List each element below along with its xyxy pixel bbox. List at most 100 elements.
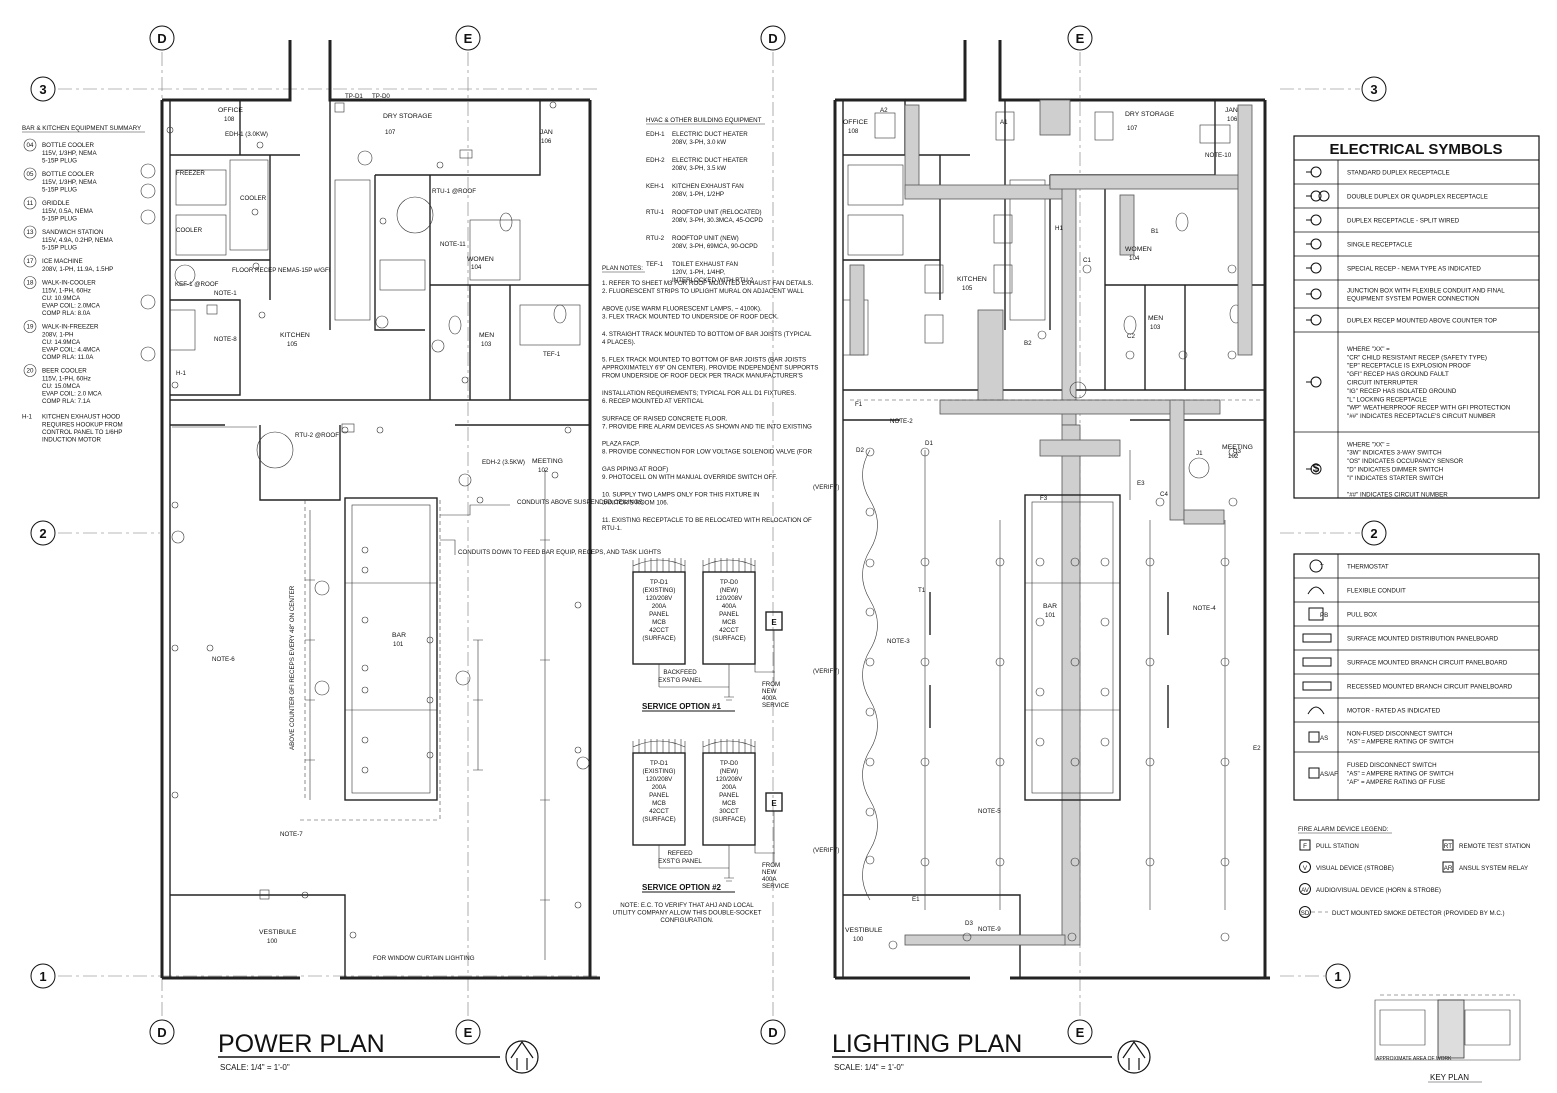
svg-text:OFFICE: OFFICE (843, 119, 868, 126)
svg-text:RTU-1 @ROOF: RTU-1 @ROOF (432, 188, 476, 195)
panel-spec: 42CCT (649, 627, 669, 634)
hvac-spec: 208V, 1-PH, 1/2HP (672, 191, 724, 198)
panel-glyph (1302, 681, 1332, 691)
fire-alarm-ar-icon: AR (1442, 861, 1454, 873)
legend-text: DUPLEX RECEPTACLE - SPLIT WIRED (1347, 218, 1460, 225)
svg-text:NOTE-8: NOTE-8 (214, 336, 237, 343)
grid-bubble-3-right: 3 (1361, 76, 1387, 102)
equipment-tag-hex (23, 167, 37, 181)
room-vestibule-label: VESTIBULE (259, 929, 297, 936)
equipment-spec: 115V, 1-PH, 60Hz (42, 376, 91, 383)
switch-glyph: $ (1313, 461, 1320, 475)
svg-text:106: 106 (541, 138, 552, 145)
svg-text:D: D (157, 1025, 166, 1040)
panel-spec: (SURFACE) (642, 635, 675, 642)
room-bar-label: BAR (392, 632, 406, 639)
fire-alarm-rt-icon: RT (1442, 839, 1454, 851)
equipment-spec: 5-15P PLUG (42, 216, 77, 223)
panel-spec: 42CCT (649, 808, 669, 815)
grid-bubble-d-bottom-right: D (760, 1019, 786, 1045)
power-plan-floor (140, 40, 600, 980)
equipment-spec: 208V, 1-PH (42, 332, 73, 339)
icon-arc (1307, 706, 1325, 715)
svg-text:(VERIFY): (VERIFY) (813, 668, 839, 675)
legend-text: "AF" = AMPERE RATING OF FUSE (1347, 779, 1445, 786)
meter-glyph: E (771, 618, 777, 627)
lighting-fixtures (865, 264, 1238, 950)
legend-text: "OS" INDICATES OCCUPANCY SENSOR (1347, 458, 1464, 465)
recessed-branch-panel-icon (1302, 681, 1332, 691)
legend-row: SURFACE MOUNTED BRANCH CIRCUIT PANELBOAR… (1294, 649, 1539, 667)
panel-spec: (EXISTING) (642, 768, 675, 775)
equipment-spec: 115V, 4.9A, 0.2HP, NEMA (42, 237, 114, 244)
device-glyph: AR (1444, 865, 1453, 872)
legend-row: RECESSED MOUNTED BRANCH CIRCUIT PANELBOA… (1294, 673, 1539, 691)
legend-text: SPECIAL RECEP - NEMA TYPE AS INDICATED (1347, 266, 1481, 273)
plan-note: 11. EXISTING RECEPTACLE TO BE RELOCATED … (602, 517, 812, 524)
svg-text:NOTE-1: NOTE-1 (214, 290, 237, 297)
panel-glyph (1302, 657, 1332, 667)
icon-circle (1310, 238, 1322, 250)
svg-text:104: 104 (471, 264, 482, 271)
plan-note: FROM UNDERSIDE OF ROOF DECK PER TRACK MA… (602, 372, 803, 379)
fire-alarm-text: PULL STATION (1316, 843, 1359, 850)
hvac-title: HVAC & OTHER BUILDING EQUIPMENT (646, 117, 762, 124)
fixture-tag: D1 (925, 440, 933, 447)
svg-text:1: 1 (1334, 969, 1341, 984)
service-option-title: SERVICE OPTION #2 (642, 883, 722, 892)
device-glyph: F (1303, 843, 1307, 850)
feed-wires (658, 664, 730, 688)
svg-text:FREEZER: FREEZER (176, 170, 205, 177)
svg-text:103: 103 (1150, 324, 1161, 331)
panel-spec: (EXISTING) (642, 587, 675, 594)
legend-text: WHERE "XX" = (1347, 441, 1390, 448)
source-label: 400A (762, 876, 777, 883)
panel-spec: 120/208V (646, 595, 673, 602)
hvac-tag: RTU-2 (646, 235, 665, 242)
ground (724, 845, 775, 882)
legend-text: "L" LOCKING RECEPTACLE (1347, 396, 1427, 403)
fixture-tag: A1 (1000, 119, 1008, 126)
svg-text:KEF-1 @ROOF: KEF-1 @ROOF (175, 281, 219, 288)
power-plan-labels: OFFICE 108 DRY STORAGE 107 JAN 106 WOMEN… (175, 93, 661, 962)
fire-alarm-f-icon: F (1299, 839, 1311, 851)
icon-box (1308, 607, 1324, 621)
svg-text:102: 102 (1228, 453, 1239, 460)
panel-spec: (SURFACE) (642, 816, 675, 823)
track-fixtures (929, 592, 1169, 728)
equipment-tag: 17 (27, 258, 34, 265)
power-plan-title-block: POWER PLAN SCALE: 1/4" = 1'-0" (218, 1030, 539, 1074)
svg-text:NOTE-11: NOTE-11 (440, 241, 466, 248)
hvac-tag: EDH-2 (646, 157, 665, 164)
hvac-spec: 208V, 3-PH, 3.0 kW (672, 139, 726, 146)
fire-alarm-sd-icon: SD (1299, 906, 1328, 918)
legend-row: MOTOR - RATED AS INDICATED (1294, 697, 1539, 715)
svg-text:EDH-1 (3.0KW): EDH-1 (3.0KW) (225, 131, 268, 138)
legend-text: CIRCUIT INTERRUPTER (1347, 380, 1418, 387)
service-option-title: SERVICE OPTION #1 (642, 702, 722, 711)
source-label: SERVICE (762, 702, 789, 709)
panel-spec: MCB (652, 800, 666, 807)
icon-circle (1310, 314, 1322, 326)
svg-text:104: 104 (1129, 255, 1140, 262)
equipment-name: ICE MACHINE (42, 258, 83, 265)
grid-bubble-3-left: 3 (30, 76, 56, 102)
legend-text: "CR" CHILD RESISTANT RECEP (SAFETY TYPE) (1347, 354, 1487, 361)
hood-spec: INDUCTION MOTOR (42, 437, 102, 444)
service-option-2: TP-D1(EXISTING)120/208V200APANELMCB42CCT… (613, 739, 789, 924)
legend-row: SURFACE MOUNTED DISTRIBUTION PANELBOARD (1294, 625, 1539, 643)
fixture-tag: D3 (965, 920, 973, 927)
room-kitchen-label: KITCHEN (280, 332, 310, 339)
svg-text:MEETING: MEETING (1222, 444, 1253, 451)
lighting-plan-title-block: LIGHTING PLAN SCALE: 1/4" = 1'-0" (832, 1030, 1151, 1074)
fixture-tag: C1 (1083, 257, 1091, 264)
single-receptacle-icon (1306, 238, 1322, 250)
svg-text:VESTIBULE: VESTIBULE (845, 927, 883, 934)
electrical-symbols-title: ELECTRICAL SYMBOLS (1329, 141, 1502, 158)
source-label: NEW (762, 688, 777, 695)
fixture-tag: C3 (1233, 448, 1241, 455)
svg-text:CONDUITS ABOVE SUSPENDED CEILI: CONDUITS ABOVE SUSPENDED CEILINGS (517, 499, 643, 506)
panel-feed-lines (702, 559, 756, 572)
